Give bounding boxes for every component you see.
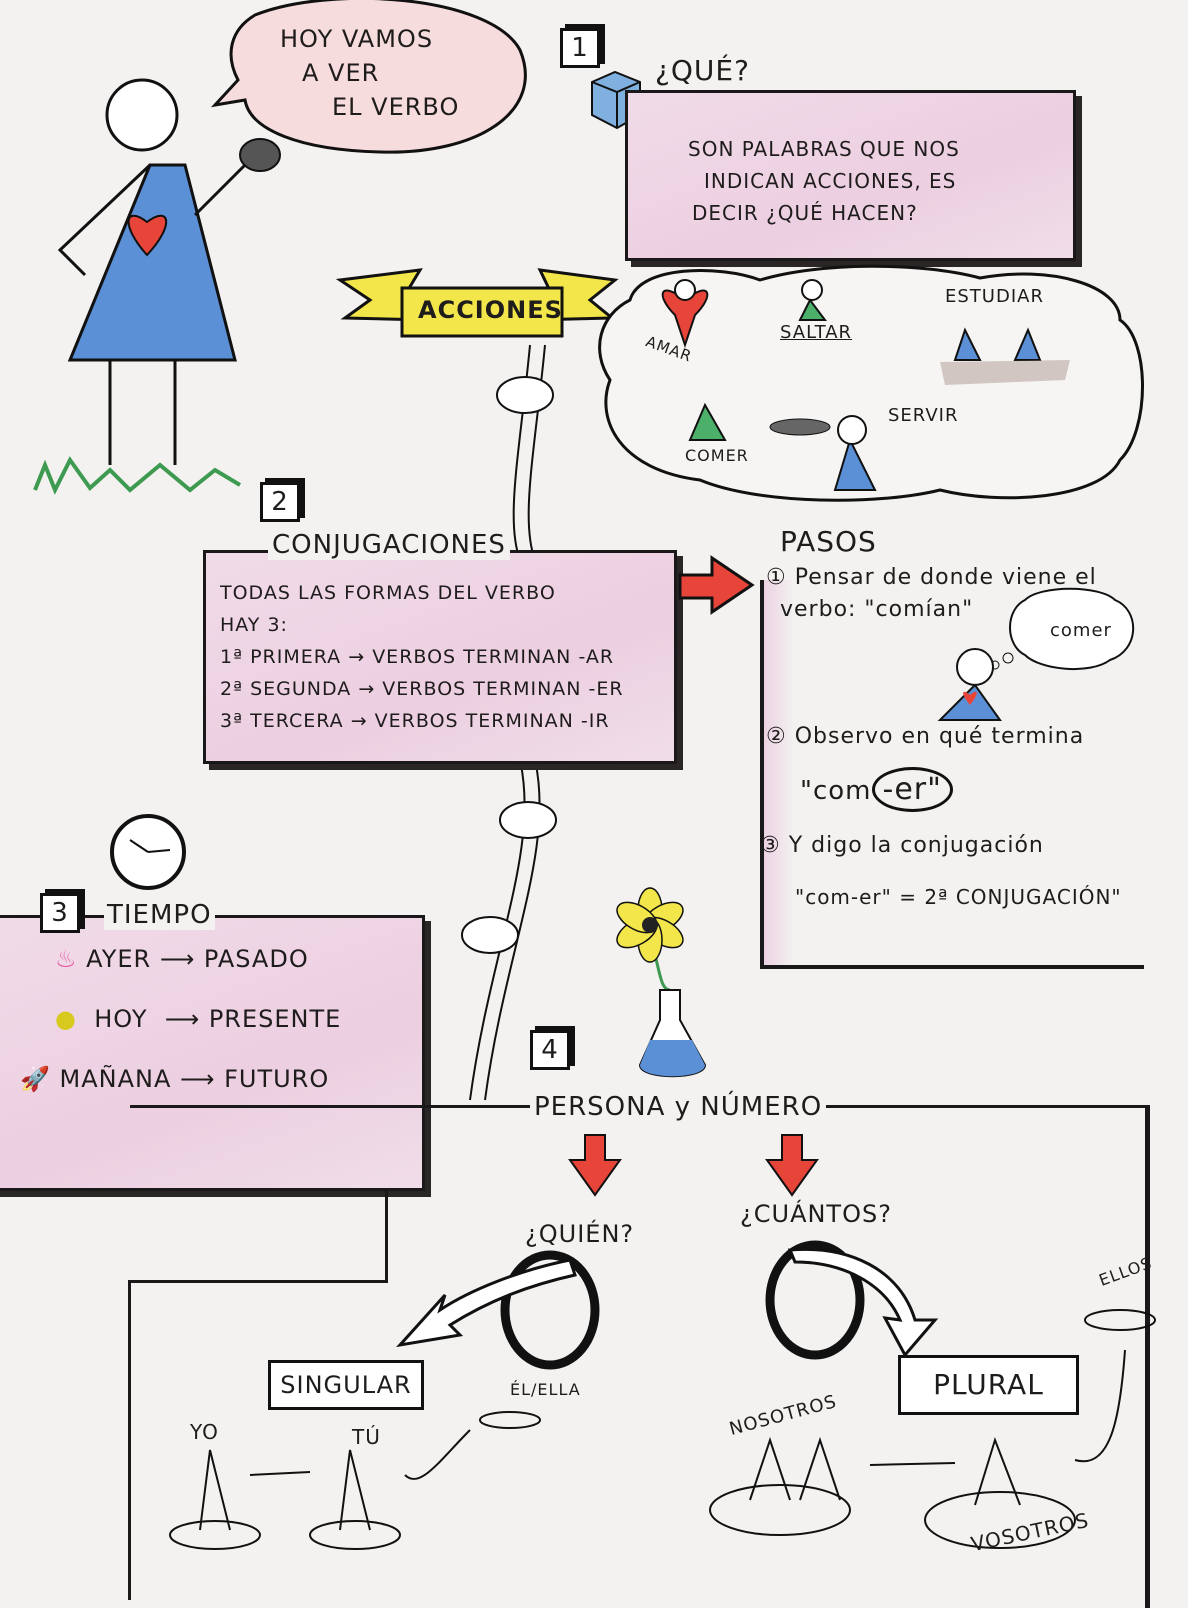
time-word: AYER: [86, 945, 152, 973]
persona-numero-inner-frame: [130, 1190, 388, 1283]
time-word: HOY: [94, 1005, 148, 1033]
definition-line: DECIR ¿QUÉ HACEN?: [692, 201, 918, 225]
speech-line: EL VERBO: [332, 93, 460, 121]
red-arrow-right-icon: [678, 555, 755, 615]
tiempo-row-hoy: ● HOY ⟶ PRESENTE: [55, 1005, 342, 1033]
clock-icon: [110, 814, 186, 890]
ordinal: 1ª: [220, 646, 244, 668]
conjugaciones-box: TODAS LAS FORMAS DEL VERBO HAY 3: 1ª PRI…: [203, 550, 677, 764]
section-3-number: 3: [40, 893, 80, 933]
definition-box: SON PALABRAS QUE NOS INDICAN ACCIONES, E…: [625, 90, 1076, 261]
person-yo: YO: [190, 1420, 219, 1444]
speech-bubble: [210, 0, 527, 154]
conjugation-name: SEGUNDA: [250, 678, 352, 700]
banner-ribbon: [335, 268, 619, 338]
persona-numero-left-frame: [128, 1280, 132, 1600]
conjugaciones-line: TODAS LAS FORMAS DEL VERBO: [220, 582, 556, 604]
section-3-title: TIEMPO: [104, 900, 215, 930]
rule: VERBOS TERMINAN: [382, 678, 582, 700]
people-illustration: [169, 1309, 1156, 1550]
action-servir: SERVIR: [888, 405, 959, 426]
speech-line: HOY VAMOS: [280, 25, 434, 53]
flower-vase-illustration: [616, 887, 707, 1078]
section-4-title: PERSONA y NÚMERO: [530, 1092, 827, 1122]
tense: PRESENTE: [208, 1005, 342, 1033]
rocket-icon: 🚀: [20, 1065, 51, 1093]
person-tu: TÚ: [352, 1425, 381, 1449]
conjugation-row: 2ª SEGUNDA → VERBOS TERMINAN -ER: [220, 678, 624, 700]
definition-line: SON PALABRAS QUE NOS: [688, 137, 960, 161]
tense: PASADO: [203, 945, 309, 973]
section-4-number: 4: [530, 1030, 570, 1070]
person-el-ella: ÉL/ELLA: [510, 1380, 581, 1399]
thought-word: comer: [1050, 620, 1112, 641]
conjugation-row: 3ª TERCERA → VERBOS TERMINAN -IR: [220, 710, 610, 732]
ending: -IR: [580, 710, 610, 732]
pasos-step-3: ③ Y digo la conjugación: [760, 833, 1044, 858]
plural-label: PLURAL: [898, 1355, 1079, 1415]
step-2-example: "com-er": [800, 767, 953, 812]
action-comer: COMER: [685, 446, 749, 465]
example-stem: "com: [800, 776, 872, 806]
conjugation-name: PRIMERA: [250, 646, 342, 668]
actions-cloud: [598, 264, 1144, 502]
pasos-step-2: ② Observo en qué termina: [766, 724, 1085, 749]
ordinal: 2ª: [220, 678, 244, 700]
conjugation-name: TERCERA: [250, 710, 344, 732]
example-ending-circled: -er": [871, 767, 953, 812]
loop-arrows-illustration: [396, 1240, 939, 1370]
speech-line: A VER: [302, 59, 380, 87]
rule: VERBOS TERMINAN: [372, 646, 572, 668]
section-2-number: 2: [260, 482, 300, 522]
pasos-title: PASOS: [780, 525, 877, 558]
pasos-frame: [760, 580, 1144, 969]
stick-figure-illustration: [33, 78, 281, 495]
pasos-step-1: ① Pensar de donde viene el verbo: "comía…: [766, 562, 1097, 626]
singular-label: SINGULAR: [268, 1360, 424, 1410]
who-question: ¿QUIÉN?: [525, 1220, 635, 1248]
time-word: MAÑANA: [59, 1065, 172, 1093]
thinking-figure-illustration: [937, 587, 1135, 721]
definition-line: INDICAN ACCIONES, ES: [704, 169, 957, 193]
step-1-line: verbo: "comían": [780, 597, 974, 622]
action-saltar: SALTAR: [780, 322, 853, 343]
tense: FUTURO: [224, 1065, 330, 1093]
lightbulb-icon: ●: [55, 1005, 77, 1033]
conjugaciones-line: HAY 3:: [220, 614, 288, 636]
banner-label: ACCIONES: [418, 296, 563, 324]
step-1-line: ① Pensar de donde viene el: [766, 565, 1097, 590]
rule: VERBOS TERMINAN: [374, 710, 574, 732]
ordinal: 3ª: [220, 710, 244, 732]
speech-text: HOY VAMOS A VER EL VERBO: [280, 22, 459, 124]
conjugation-row: 1ª PRIMERA → VERBOS TERMINAN -AR: [220, 646, 615, 668]
section-1-title: ¿QUÉ?: [655, 54, 750, 87]
tiempo-row-manana: 🚀 MAÑANA ⟶ FUTURO: [20, 1065, 330, 1093]
red-arrows-down-icon: [568, 1134, 819, 1197]
ending: -AR: [578, 646, 615, 668]
ending: -ER: [588, 678, 624, 700]
section-1-number: 1: [560, 28, 600, 68]
how-many-question: ¿CUÁNTOS?: [740, 1200, 892, 1228]
action-estudiar: ESTUDIAR: [945, 286, 1044, 307]
step-3-example: "com-er" = 2ª CONJUGACIÓN": [795, 885, 1122, 909]
candle-icon: ♨: [55, 945, 78, 973]
tiempo-row-ayer: ♨ AYER ⟶ PASADO: [55, 945, 309, 973]
section-2-title: CONJUGACIONES: [268, 530, 510, 560]
vine-stem: [461, 344, 557, 1101]
